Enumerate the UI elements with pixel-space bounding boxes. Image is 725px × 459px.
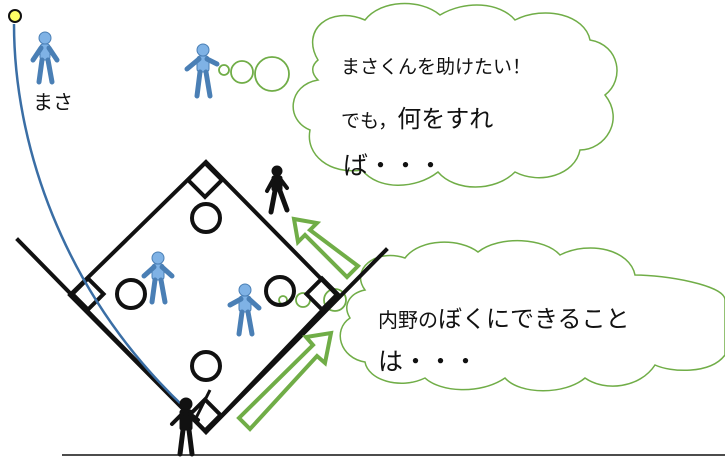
- bubble-right-line1: 内野のぼくにできること: [378, 299, 630, 334]
- thought-dot: [254, 56, 290, 92]
- runner-label: まさ: [33, 90, 73, 114]
- bubble-top-line2-small: でも，: [341, 110, 398, 132]
- bubble-right-line1-small: 内野の: [378, 308, 438, 332]
- position-circle-first: [264, 275, 296, 307]
- home-plate: [186, 396, 224, 434]
- bubble-top-line2: でも，何をすれ: [341, 99, 493, 134]
- first-base: [303, 275, 341, 313]
- bubble-top-line1: まさくんを助けたい！: [341, 56, 532, 78]
- thought-dot: [230, 60, 254, 84]
- position-circle-second: [190, 202, 222, 234]
- thinking-player-figure: [184, 43, 220, 99]
- batter-silhouette: [170, 389, 212, 457]
- run-arrow-to-second-icon: [291, 216, 362, 280]
- runner-masa-figure: [30, 31, 60, 85]
- position-circle-third: [115, 278, 147, 310]
- bubble-right-line2: は・・・: [378, 347, 479, 376]
- thought-bubble-top: [292, 2, 618, 188]
- run-arrow-to-first-icon: [236, 330, 334, 432]
- shortstop-player-figure: [141, 251, 175, 305]
- ball-flight-path: [12, 23, 186, 409]
- ball-icon: [8, 9, 22, 23]
- bubble-top-line3: ば・・・: [343, 151, 444, 180]
- first-base-foul-line: [203, 247, 389, 435]
- bubble-top-line2-big: 何をすれ: [397, 105, 494, 133]
- bubble-right-line1-big: ぼくにできること: [438, 305, 630, 333]
- thought-dot: [218, 64, 230, 76]
- second-base: [185, 160, 225, 200]
- position-circle-home: [190, 350, 222, 382]
- thought-bubble-right: [339, 240, 725, 392]
- second-baseman-player-figure: [227, 283, 262, 337]
- third-base-foul-line: [15, 237, 209, 435]
- batter-runner-silhouette: [265, 165, 290, 215]
